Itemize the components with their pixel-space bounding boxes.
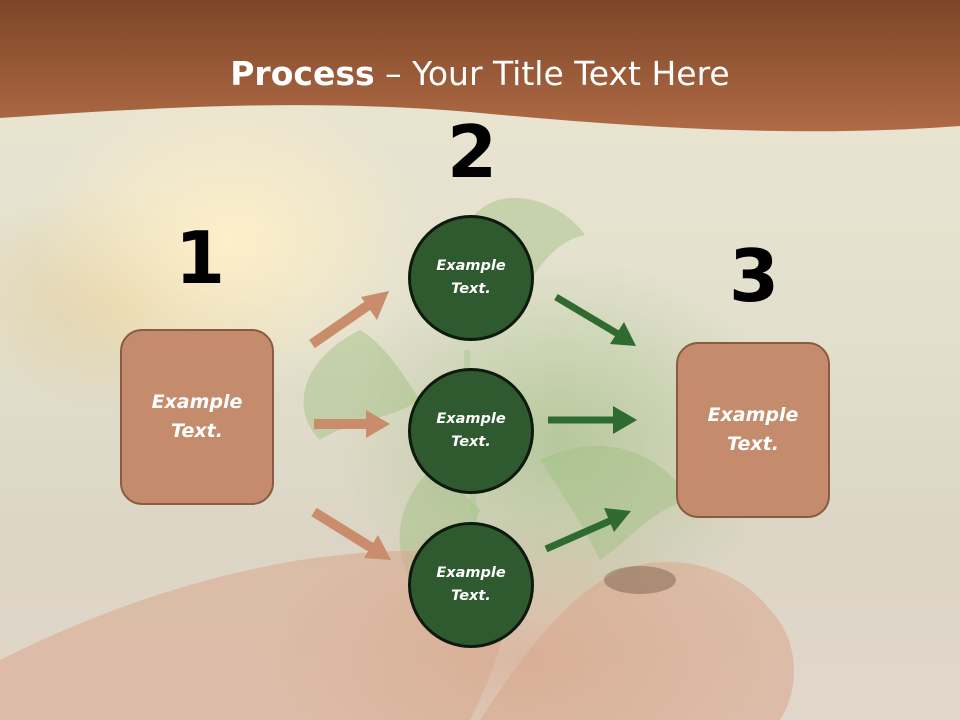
arrow-left-to-middle (314, 410, 390, 438)
title-rest: – Your Title Text Here (374, 54, 730, 93)
arrow-left-to-bottom (311, 507, 391, 560)
step-number-3: 3 (728, 234, 780, 318)
left-step-box: Example Text. (120, 329, 274, 505)
step-number-2: 2 (446, 110, 498, 194)
slide-title: Process – Your Title Text Here (0, 52, 960, 96)
arrow-middle-to-right (548, 406, 637, 434)
arrow-bottom-to-right (544, 508, 631, 553)
arrow-left-to-top (309, 291, 389, 349)
title-bold: Process (230, 54, 375, 93)
circle-bottom: Example Text. (408, 522, 534, 648)
circle-middle: Example Text. (408, 368, 534, 494)
title-banner (0, 0, 960, 132)
right-step-box: Example Text. (676, 342, 830, 518)
circle-top: Example Text. (408, 215, 534, 341)
arrow-top-to-right (554, 293, 636, 346)
step-number-1: 1 (174, 216, 226, 300)
